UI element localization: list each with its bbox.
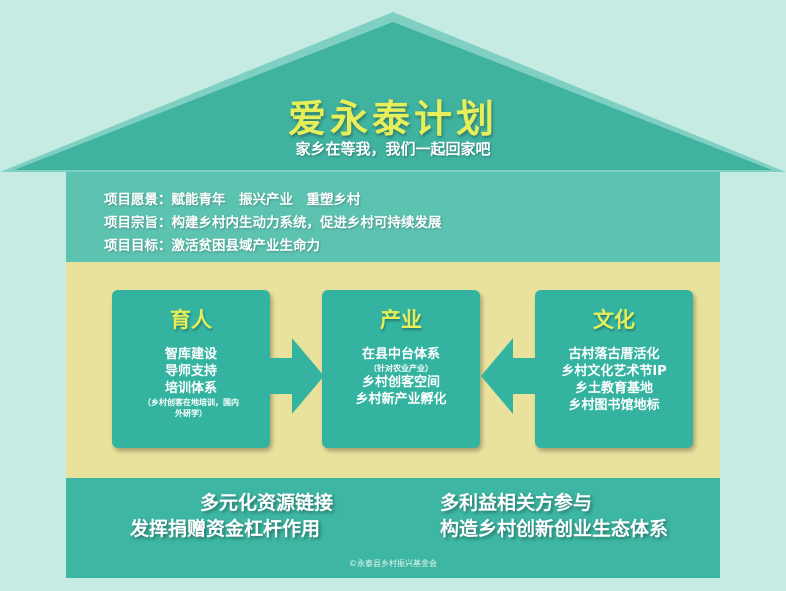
pillar-title: 育人 — [170, 308, 212, 332]
bottom-right-line2: 构造乡村创新创业生态体系 — [440, 518, 669, 540]
house-roof — [0, 12, 786, 172]
pillar-item: 在县中台体系 — [361, 347, 440, 362]
arrow-left-icon — [481, 338, 535, 414]
pillar-item: 乡土教育基地 — [574, 381, 653, 396]
pillar-item: 古村落古厝活化 — [568, 347, 660, 362]
pillar-item: 乡村文化艺术节IP — [561, 364, 667, 379]
pillar-item: 智库建设 — [164, 347, 217, 362]
bottom-band — [66, 478, 720, 578]
bottom-left-line1: 多元化资源链接 — [200, 492, 334, 514]
mission-goal: 项目目标：激活贫困县域产业生命力 — [104, 238, 320, 254]
pillar-title: 产业 — [380, 308, 422, 332]
mission-band — [66, 172, 720, 262]
pillar-item: 乡村图书馆地标 — [568, 398, 660, 413]
copyright-footer: ©永泰县乡村振兴基金会 — [349, 559, 437, 568]
bottom-right-line1: 多利益相关方参与 — [440, 492, 593, 514]
pillar-industry: 产业 在县中台体系 （针对农业产业） 乡村创客空间 乡村新产业孵化 — [322, 290, 480, 448]
pillar-title: 文化 — [593, 308, 635, 332]
pillar-note: （针对农业产业） — [369, 364, 433, 373]
mission-purpose: 项目宗旨：构建乡村内生动力系统，促进乡村可持续发展 — [104, 215, 442, 231]
bottom-left-line2: 发挥捐赠资金杠杆作用 — [130, 518, 321, 540]
mission-vision: 项目愿景：赋能青年 振兴产业 重塑乡村 — [104, 192, 361, 208]
plan-title: 爱永泰计划 — [287, 97, 498, 141]
pillar-culture: 文化 古村落古厝活化 乡村文化艺术节IP 乡土教育基地 乡村图书馆地标 — [535, 290, 693, 448]
pillar-item: 导师支持 — [164, 364, 217, 379]
arrow-right-icon — [270, 338, 324, 414]
plan-subtitle: 家乡在等我，我们一起回家吧 — [295, 140, 491, 158]
pillar-item: 乡村新产业孵化 — [355, 392, 447, 407]
pillar-item: 乡村创客空间 — [361, 375, 440, 390]
pillar-education: 育人 智库建设 导师支持 培训体系 （乡村创客在地培训，国内外研学） — [112, 290, 270, 448]
pillar-item: 培训体系 — [164, 381, 217, 396]
pillar-note: （乡村创客在地培训，国内外研学） — [143, 398, 239, 418]
